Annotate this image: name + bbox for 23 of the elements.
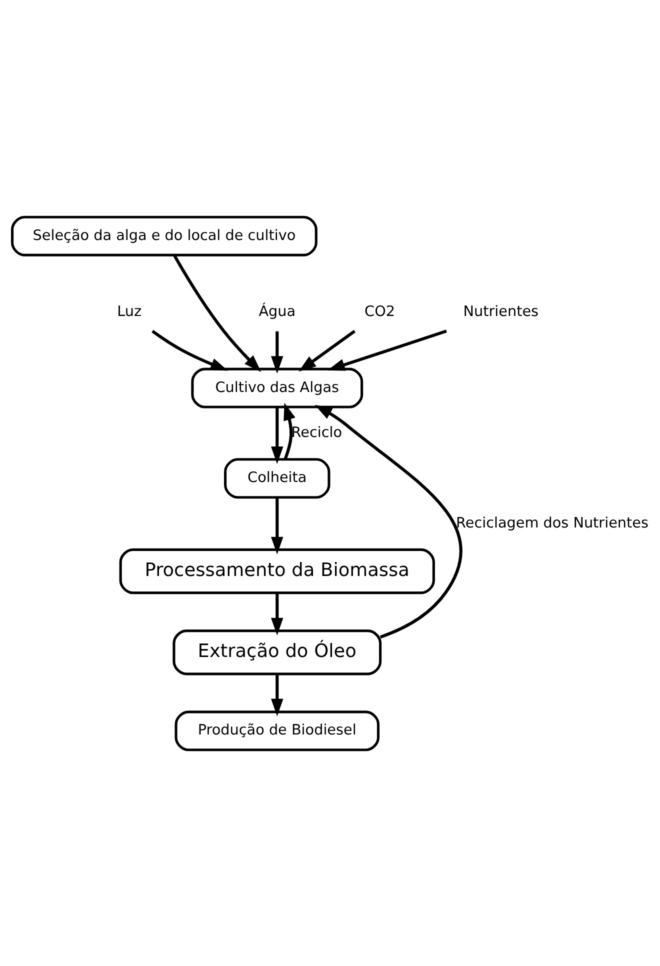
node-text: Luz xyxy=(117,303,142,320)
arrow xyxy=(271,674,284,716)
node-box: Cultivo das Algas xyxy=(191,367,364,408)
edge-label: Reciclagem dos Nutrientes xyxy=(456,514,648,531)
arrow xyxy=(271,592,284,635)
arrow xyxy=(314,404,462,638)
arrow xyxy=(284,402,296,460)
arrow xyxy=(172,254,262,372)
node-box: Seleção da alga e do local de cultivo xyxy=(11,215,318,256)
arrow xyxy=(327,329,447,370)
node-box: Colheita xyxy=(224,458,330,498)
node-text: CO2 xyxy=(364,303,396,320)
arrow xyxy=(298,329,356,372)
node-text: Água xyxy=(258,303,296,320)
arrow xyxy=(152,329,228,370)
node-text: Nutrientes xyxy=(463,303,539,320)
arrow xyxy=(271,406,284,464)
node-box: Processamento da Biomassa xyxy=(119,548,435,594)
node-box: Produção de Biodiesel xyxy=(174,710,380,751)
node-box: Extração do Óleo xyxy=(172,629,382,675)
edge-label: Reciclo xyxy=(291,424,342,440)
arrow xyxy=(271,497,284,554)
arrow xyxy=(271,330,284,374)
